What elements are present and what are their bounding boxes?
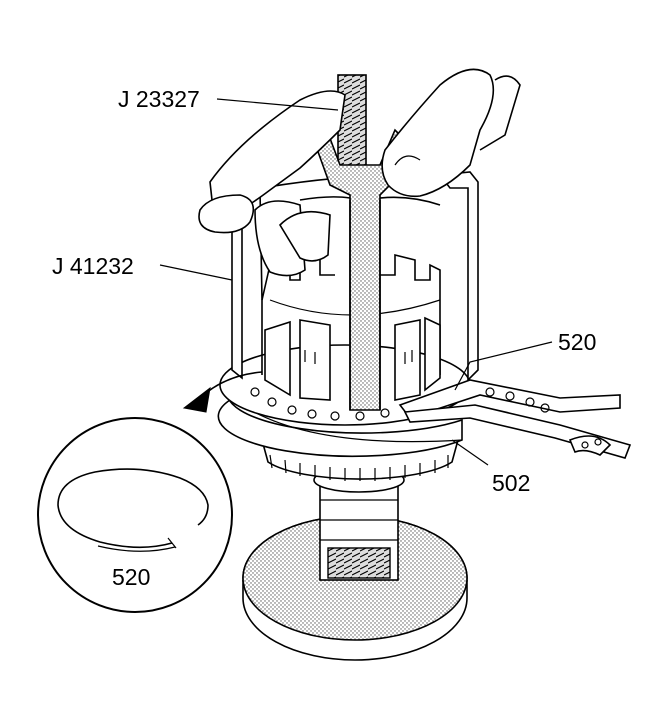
snap-ring-520 — [57, 468, 209, 552]
inset-circle — [37, 417, 233, 613]
shaft-hub — [313, 467, 405, 581]
label-j23327: J 23327 — [118, 86, 200, 112]
label-inset-520: 520 — [112, 564, 150, 590]
hand-left — [198, 90, 346, 277]
drum-502 — [217, 382, 463, 481]
leader-lines — [159, 98, 553, 466]
base-plate — [242, 515, 468, 661]
tool-j23327 — [299, 74, 441, 411]
hand-right — [381, 68, 521, 198]
label-502: 502 — [492, 470, 530, 496]
label-520: 520 — [558, 329, 596, 355]
removal-arrow — [182, 371, 263, 413]
clutch-housing — [261, 253, 441, 401]
label-j41232: J 41232 — [52, 253, 134, 279]
